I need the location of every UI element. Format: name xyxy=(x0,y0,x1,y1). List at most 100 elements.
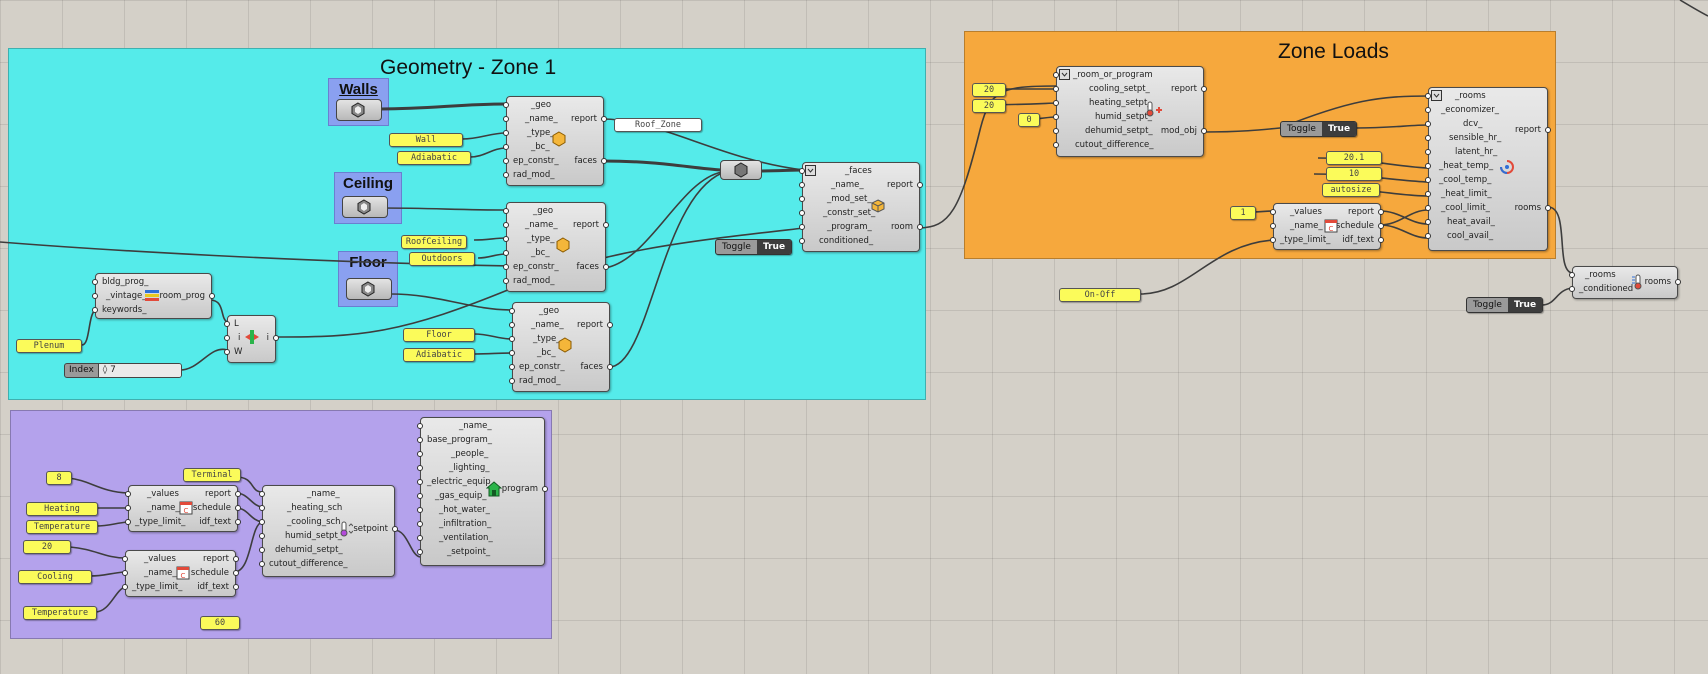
port-dot[interactable] xyxy=(1270,209,1276,215)
port-dot[interactable] xyxy=(799,210,805,216)
geometry-param-floor[interactable] xyxy=(346,278,392,300)
port-dot[interactable] xyxy=(417,451,423,457)
port-dot[interactable] xyxy=(92,293,98,299)
port-dot[interactable] xyxy=(92,279,98,285)
input-name[interactable]: _name_ xyxy=(525,114,558,124)
index-slider[interactable]: Index ◊ 7 xyxy=(64,363,182,378)
face-component-ceiling[interactable]: _geo _name_ _type_ _bc_ ep_constr_ rad_m… xyxy=(503,202,609,292)
port-dot[interactable] xyxy=(417,535,423,541)
setpoint-component[interactable]: _room_or_program cooling_setpt_ heating_… xyxy=(1053,66,1207,157)
port-dot[interactable] xyxy=(509,378,515,384)
input-type[interactable]: _type_ xyxy=(527,234,555,244)
port-dot[interactable] xyxy=(509,322,515,328)
input-gas-equip[interactable]: _gas_equip_ xyxy=(435,491,487,501)
input-name[interactable]: _name_ xyxy=(307,489,340,499)
port-dot[interactable] xyxy=(503,222,509,228)
input-type[interactable]: _type_ xyxy=(533,334,561,344)
input-type[interactable]: _type_ xyxy=(527,128,555,138)
output-report[interactable]: report xyxy=(1171,84,1197,94)
input-rooms[interactable]: _rooms xyxy=(1585,270,1616,280)
input-list[interactable]: L xyxy=(234,319,239,329)
face-component-walls[interactable]: _geo _name_ _type_ _bc_ ep_constr_ rad_m… xyxy=(503,96,607,186)
port-dot[interactable] xyxy=(122,556,128,562)
output-report[interactable]: report xyxy=(1515,125,1541,135)
input-electric-equip[interactable]: _electric_equip_ xyxy=(427,477,495,487)
output-program[interactable]: program xyxy=(501,484,538,494)
port-dot[interactable] xyxy=(603,222,609,228)
port-dot[interactable] xyxy=(125,519,131,525)
port-dot[interactable] xyxy=(1425,219,1431,225)
input-values[interactable]: _values xyxy=(144,554,176,564)
port-dot[interactable] xyxy=(601,116,607,122)
port-dot[interactable] xyxy=(1201,86,1207,92)
input-base-program[interactable]: base_program_ xyxy=(427,435,493,445)
port-dot[interactable] xyxy=(417,437,423,443)
panel-cooling-setpt[interactable]: 20 xyxy=(972,83,1006,97)
slider-track[interactable]: ◊ 7 xyxy=(97,364,181,377)
output-faces[interactable]: faces xyxy=(580,362,603,372)
port-dot[interactable] xyxy=(273,335,279,341)
input-name[interactable]: _name_ xyxy=(525,220,558,230)
port-dot[interactable] xyxy=(417,479,423,485)
port-dot[interactable] xyxy=(125,505,131,511)
output-mod-obj[interactable]: mod_obj xyxy=(1160,126,1197,136)
input-keywords[interactable]: keywords_ xyxy=(102,305,147,315)
port-dot[interactable] xyxy=(224,349,230,355)
panel-roofceiling[interactable]: RoofCeiling xyxy=(401,235,467,249)
port-dot[interactable] xyxy=(917,224,923,230)
panel-cooling-name[interactable]: Cooling xyxy=(18,570,92,584)
input-dcv[interactable]: dcv_ xyxy=(1463,119,1483,129)
port-dot[interactable] xyxy=(417,507,423,513)
port-dot[interactable] xyxy=(1270,237,1276,243)
output-report[interactable]: report xyxy=(205,489,231,499)
port-dot[interactable] xyxy=(503,102,509,108)
port-dot[interactable] xyxy=(417,465,423,471)
panel-wall[interactable]: Wall xyxy=(389,133,463,147)
port-dot[interactable] xyxy=(259,505,265,511)
port-dot[interactable] xyxy=(1425,149,1431,155)
panel-plenum[interactable]: Plenum xyxy=(16,339,82,353)
input-cutout-difference[interactable]: cutout_difference_ xyxy=(269,559,348,569)
port-dot[interactable] xyxy=(799,224,805,230)
output-report[interactable]: report xyxy=(203,554,229,564)
port-dot[interactable] xyxy=(235,519,241,525)
port-dot[interactable] xyxy=(1053,142,1059,148)
port-dot[interactable] xyxy=(503,236,509,242)
port-dot[interactable] xyxy=(1053,72,1059,78)
port-dot[interactable] xyxy=(1569,272,1575,278)
port-dot[interactable] xyxy=(122,570,128,576)
output-idf-text[interactable]: idf_text xyxy=(197,582,229,592)
port-dot[interactable] xyxy=(224,321,230,327)
output-item[interactable]: i xyxy=(266,333,269,343)
input-bldg-prog[interactable]: bldg_prog_ xyxy=(102,277,149,287)
panel-on-off[interactable]: On-Off xyxy=(1059,288,1141,302)
output-schedule[interactable]: schedule xyxy=(192,503,231,513)
input-program[interactable]: _program_ xyxy=(827,222,872,232)
input-faces[interactable]: _faces xyxy=(845,166,872,176)
port-dot[interactable] xyxy=(233,584,239,590)
input-setpoint[interactable]: _setpoint_ xyxy=(447,547,491,557)
port-dot[interactable] xyxy=(1675,279,1681,285)
toggle-conditioned-room[interactable]: Toggle True xyxy=(715,239,793,255)
port-dot[interactable] xyxy=(125,491,131,497)
port-dot[interactable] xyxy=(503,278,509,284)
input-latent-hr[interactable]: latent_hr_ xyxy=(1455,147,1498,157)
input-heat-temp[interactable]: _heat_temp_ xyxy=(1439,161,1494,171)
output-rooms[interactable]: rooms xyxy=(1644,277,1671,287)
port-dot[interactable] xyxy=(503,158,509,164)
expand-icon[interactable] xyxy=(1431,90,1442,101)
port-dot[interactable] xyxy=(1545,205,1551,211)
port-dot[interactable] xyxy=(259,519,265,525)
output-report[interactable]: report xyxy=(1348,207,1374,217)
output-faces[interactable]: faces xyxy=(574,156,597,166)
port-dot[interactable] xyxy=(235,505,241,511)
input-hot-water[interactable]: _hot_water_ xyxy=(439,505,490,515)
list-item-component[interactable]: L i W i xyxy=(224,315,279,363)
port-dot[interactable] xyxy=(799,238,805,244)
port-dot[interactable] xyxy=(1053,114,1059,120)
input-conditioned[interactable]: _conditioned xyxy=(1579,284,1634,294)
output-rooms[interactable]: rooms xyxy=(1514,203,1541,213)
port-dot[interactable] xyxy=(1053,100,1059,106)
port-dot[interactable] xyxy=(417,521,423,527)
output-idf-text[interactable]: idf_text xyxy=(199,517,231,527)
